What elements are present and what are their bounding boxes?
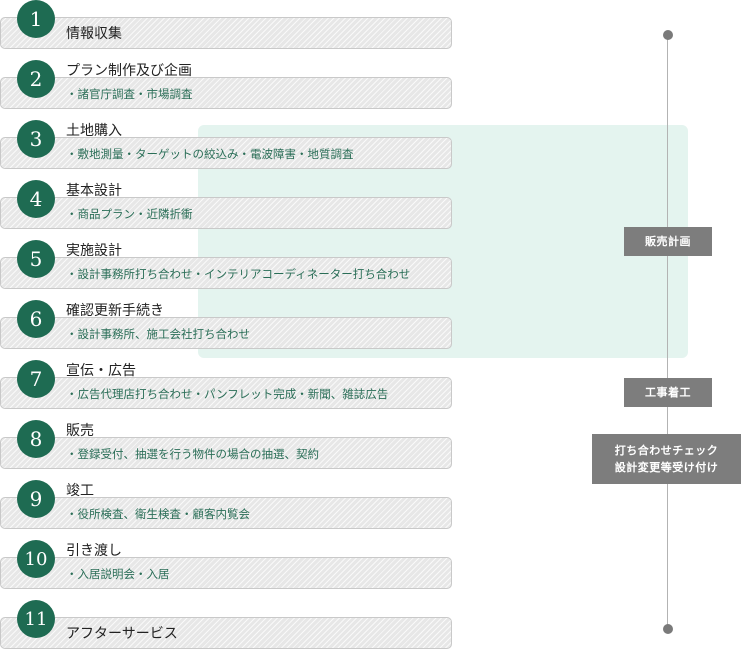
meeting-check-tag-line1: 打ち合わせチェック: [614, 444, 719, 457]
step-number-badge: 7: [17, 360, 55, 398]
step-description: ・諸官庁調査・市場調査: [66, 87, 193, 101]
step-title: 確認更新手続き: [66, 303, 164, 319]
step-bar: [0, 17, 452, 49]
meeting-check-tag: 打ち合わせチェック 設計変更等受け付け: [592, 434, 741, 484]
construction-start-tag: 工事着工: [624, 378, 712, 407]
step-number-badge: 2: [17, 60, 55, 98]
step-description: ・商品プラン・近隣折衝: [66, 207, 193, 221]
step-bar: [0, 437, 452, 469]
step-title: 販売: [66, 423, 94, 439]
step-title: 宣伝・広告: [66, 363, 136, 379]
step-11: 11 アフターサービス: [0, 600, 452, 660]
step-number-badge: 1: [17, 0, 55, 38]
step-number-badge: 6: [17, 300, 55, 338]
step-description: ・入居説明会・入居: [66, 567, 170, 581]
timeline-end-dot: [663, 624, 673, 634]
step-description: ・設計事務所打ち合わせ・インテリアコーディネーター打ち合わせ: [66, 267, 411, 281]
step-bar: [0, 77, 452, 109]
step-title: アフターサービス: [66, 626, 178, 642]
step-7: 7 宣伝・広告 ・広告代理店打ち合わせ・パンフレット完成・新聞、雑誌広告: [0, 360, 452, 420]
step-bar: [0, 497, 452, 529]
step-bar: [0, 317, 452, 349]
step-bar: [0, 137, 452, 169]
step-bar: [0, 557, 452, 589]
step-4: 4 基本設計 ・商品プラン・近隣折衝: [0, 180, 452, 240]
step-10: 10 引き渡し ・入居説明会・入居: [0, 540, 452, 600]
step-number-badge: 9: [17, 480, 55, 518]
step-title: 竣工: [66, 483, 94, 499]
step-6: 6 確認更新手続き ・設計事務所、施工会社打ち合わせ: [0, 300, 452, 360]
step-8: 8 販売 ・登録受付、抽選を行う物件の場合の抽選、契約: [0, 420, 452, 480]
meeting-check-tag-line2: 設計変更等受け付け: [614, 461, 719, 474]
step-bar: [0, 377, 452, 409]
step-description: ・設計事務所、施工会社打ち合わせ: [66, 327, 250, 341]
step-bar: [0, 617, 452, 649]
step-2: 2 プラン制作及び企画 ・諸官庁調査・市場調査: [0, 60, 452, 120]
step-number-badge: 10: [17, 540, 55, 578]
step-1: 1 情報収集: [0, 0, 452, 60]
step-number-badge: 3: [17, 120, 55, 158]
timeline-line: [667, 35, 668, 629]
step-9: 9 竣工 ・役所検査、衛生検査・顧客内覧会: [0, 480, 452, 540]
step-title: 土地購入: [66, 123, 122, 139]
step-title: 引き渡し: [66, 543, 122, 559]
step-description: ・登録受付、抽選を行う物件の場合の抽選、契約: [66, 447, 319, 461]
timeline-start-dot: [663, 30, 673, 40]
step-number-badge: 11: [17, 600, 55, 638]
step-title: 実施設計: [66, 243, 122, 259]
step-bar: [0, 197, 452, 229]
step-description: ・敷地測量・ターゲットの絞込み・電波障害・地質調査: [66, 147, 354, 161]
step-number-badge: 4: [17, 180, 55, 218]
step-description: ・役所検査、衛生検査・顧客内覧会: [66, 507, 250, 521]
step-3: 3 土地購入 ・敷地測量・ターゲットの絞込み・電波障害・地質調査: [0, 120, 452, 180]
step-5: 5 実施設計 ・設計事務所打ち合わせ・インテリアコーディネーター打ち合わせ: [0, 240, 452, 300]
step-title: プラン制作及び企画: [66, 63, 192, 79]
step-number-badge: 8: [17, 420, 55, 458]
step-title: 基本設計: [66, 183, 122, 199]
step-number-badge: 5: [17, 240, 55, 278]
step-description: ・広告代理店打ち合わせ・パンフレット完成・新聞、雑誌広告: [66, 387, 389, 401]
step-title: 情報収集: [66, 26, 122, 42]
step-bar: [0, 257, 452, 289]
sales-plan-tag: 販売計画: [624, 227, 712, 256]
